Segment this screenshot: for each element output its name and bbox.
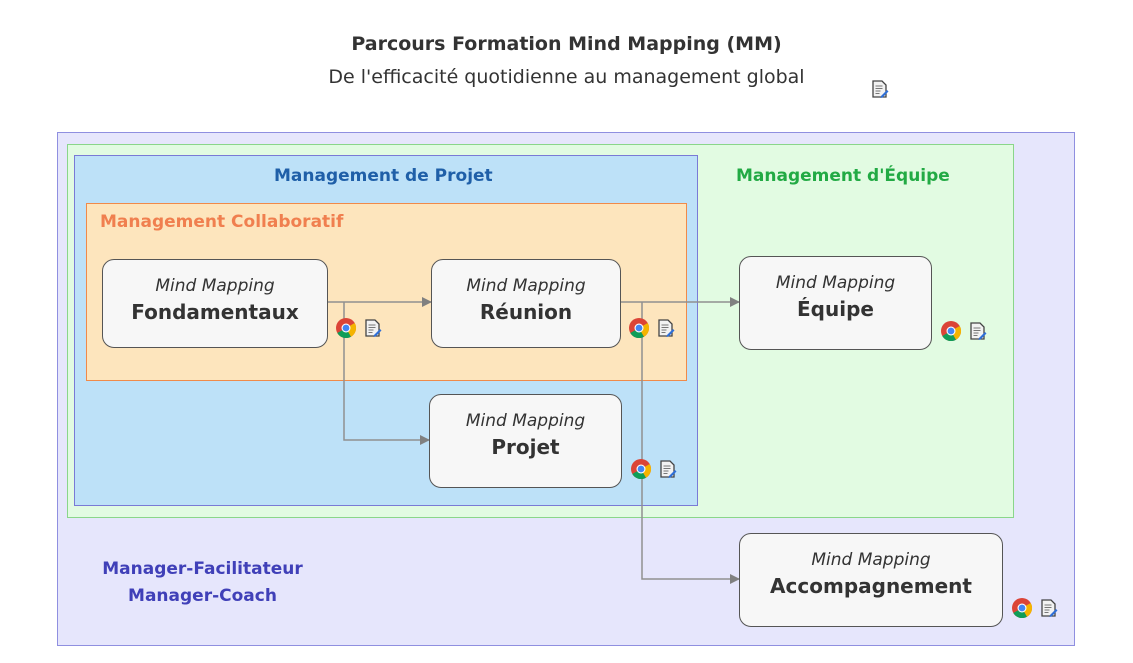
node-subtitle: Mind Mapping <box>155 276 275 296</box>
node-subtitle: Mind Mapping <box>465 411 586 431</box>
node-fondamentaux-icons <box>335 317 383 343</box>
chrome-icon[interactable] <box>628 317 650 343</box>
node-projet[interactable]: Mind Mapping Projet <box>429 394 622 488</box>
region-label-equipe: Management d'Équipe <box>736 166 950 186</box>
node-reunion[interactable]: Mind Mapping Réunion <box>431 259 621 348</box>
region-label-collaboratif: Management Collaboratif <box>100 212 344 232</box>
edge-fondamentaux-projet <box>343 302 430 445</box>
note-icon[interactable] <box>658 459 678 483</box>
node-accompagnement-icons <box>1011 597 1059 623</box>
node-title: Fondamentaux <box>131 300 299 324</box>
chrome-icon[interactable] <box>940 320 962 346</box>
chrome-icon[interactable] <box>630 458 652 484</box>
node-fondamentaux[interactable]: Mind Mapping Fondamentaux <box>102 259 328 348</box>
note-icon[interactable] <box>656 318 676 342</box>
node-reunion-icons <box>628 317 676 343</box>
chrome-icon[interactable] <box>335 317 357 343</box>
node-projet-icons <box>630 458 678 484</box>
node-subtitle: Mind Mapping <box>775 273 896 293</box>
node-title: Accompagnement <box>770 574 972 598</box>
chrome-icon[interactable] <box>1011 597 1033 623</box>
node-title: Équipe <box>797 297 874 321</box>
diagram-subtitle: De l'efficacité quotidienne au managemen… <box>328 66 805 88</box>
node-accompagnement[interactable]: Mind Mapping Accompagnement <box>739 533 1003 627</box>
node-title: Projet <box>491 435 560 459</box>
node-equipe[interactable]: Mind Mapping Équipe <box>739 256 932 350</box>
note-icon[interactable] <box>363 318 383 342</box>
node-subtitle: Mind Mapping <box>811 550 931 570</box>
node-equipe-icons <box>940 320 988 346</box>
node-subtitle: Mind Mapping <box>466 276 586 296</box>
note-icon[interactable] <box>968 321 988 345</box>
role-facilitateur: Manager-Facilitateur <box>102 559 303 579</box>
diagram-title: Parcours Formation Mind Mapping (MM) <box>351 33 782 55</box>
note-icon[interactable] <box>1039 598 1059 622</box>
node-title: Réunion <box>479 300 573 324</box>
region-label-roles: Manager-Facilitateur Manager-Coach <box>100 556 305 610</box>
edge-reunion-accompagnement <box>641 302 740 584</box>
note-icon[interactable] <box>870 79 890 103</box>
role-coach: Manager-Coach <box>128 586 277 606</box>
region-label-projet: Management de Projet <box>274 166 493 186</box>
